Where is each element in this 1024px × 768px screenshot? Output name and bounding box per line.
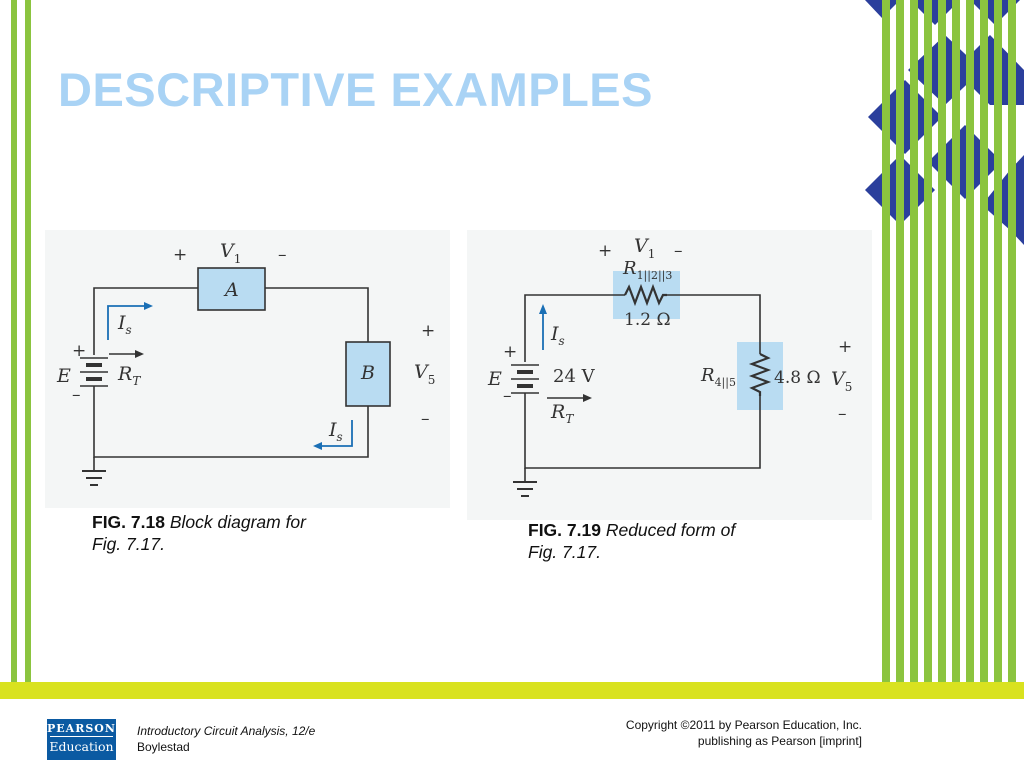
fig-719-batt-plus: +	[503, 342, 517, 362]
fig-719-r123-value: 1.2 Ω	[624, 310, 671, 330]
fig-719-v5-label: V5	[831, 368, 852, 394]
block-b	[345, 341, 391, 407]
logo-rule	[50, 736, 113, 737]
rt-arrow	[109, 350, 144, 358]
fig-719-r45-value: 4.8 Ω	[774, 368, 821, 388]
is-arrow	[539, 304, 547, 350]
fig-719-v1-label: V1	[634, 235, 655, 261]
resistor-r45-icon	[748, 353, 772, 396]
rt-arrow	[547, 394, 592, 402]
fig-718-e-label: E	[56, 365, 71, 387]
right-decoration	[865, 0, 1024, 690]
copyright: Copyright ©2011 by Pearson Education, In…	[560, 717, 862, 749]
fig-718-wires	[93, 287, 369, 471]
fig-719-caption: FIG. 7.19 Reduced form of Fig. 7.17.	[528, 519, 798, 563]
fig-718-batt-minus: –	[72, 385, 81, 405]
fig-719-v1-plus: +	[598, 241, 612, 261]
battery-icon	[511, 364, 539, 394]
fig-719-wires	[524, 294, 761, 482]
fig-718-v5-label: V5	[414, 361, 435, 387]
logo-line-1: PEARSON	[47, 722, 116, 735]
fig-718-is-top-label: Is	[117, 312, 132, 337]
fig-718-caption-text-1: Block diagram for	[169, 512, 306, 532]
pearson-logo: PEARSON Education	[47, 719, 116, 760]
fig-719-batt-minus: –	[503, 386, 512, 406]
fig-719-diagram: + V1 – R1||2||3 1.2 Ω R4||5 4.8 Ω Is + –…	[487, 235, 852, 497]
fig-718-diagram: + V1 – A B Is Is + – E RT + V5 –	[56, 240, 435, 486]
copyright-line-2: publishing as Pearson [imprint]	[697, 734, 862, 748]
fig-719-e-label: E	[487, 368, 502, 390]
fig-719-caption-text-2: Fig. 7.17.	[528, 542, 601, 562]
book-author: Boylestad	[137, 740, 190, 754]
fig-718-block-b-label: B	[360, 362, 375, 384]
is-top-arrow	[107, 302, 153, 340]
fig-718-caption-text-2: Fig. 7.17.	[92, 534, 165, 554]
logo-line-2: Education	[49, 739, 114, 754]
fig-718-v5-plus: +	[421, 321, 435, 341]
fig-719-caption-text-1: Reduced form of	[605, 520, 736, 540]
fig-719-v5-plus: +	[838, 337, 852, 357]
fig-719-is-label: Is	[550, 323, 565, 348]
fig-718-rt-label: RT	[117, 363, 141, 388]
fig-718-v1-minus: –	[278, 245, 287, 265]
fig-718-caption-number: FIG. 7.18	[92, 512, 165, 532]
block-a	[197, 267, 266, 311]
copyright-line-1: Copyright ©2011 by Pearson Education, In…	[625, 718, 862, 732]
fig-718-caption: FIG. 7.18 Block diagram for Fig. 7.17.	[92, 511, 362, 555]
fig-719-v1-minus: –	[674, 241, 683, 261]
left-stripe-1	[11, 0, 17, 690]
slide-title: DESCRIPTIVE EXAMPLES	[58, 63, 653, 116]
fig-718-v5-minus: –	[421, 409, 430, 429]
fig-718-block-a-label: A	[223, 279, 239, 301]
book-title: Introductory Circuit Analysis, 12/e	[137, 724, 316, 738]
left-stripe-2	[25, 0, 31, 690]
resistor-r123-icon	[624, 283, 667, 307]
fig-719-r45-label: R4||5	[700, 365, 736, 390]
green-stripes	[882, 0, 1016, 690]
fig-719-e-value: 24 V	[553, 366, 596, 387]
fig-718-v1-plus: +	[173, 245, 187, 265]
is-bottom-arrow	[313, 420, 353, 450]
ground-icon	[82, 470, 106, 486]
book-info: Introductory Circuit Analysis, 12/e Boyl…	[137, 723, 437, 755]
fig-719-rt-label: RT	[550, 401, 574, 426]
battery-icon	[80, 357, 108, 387]
ground-icon	[513, 481, 537, 497]
fig-718-batt-plus: +	[72, 341, 86, 361]
fig-718-is-bottom-label: Is	[328, 419, 343, 444]
fig-719-caption-number: FIG. 7.19	[528, 520, 601, 540]
fig-719-v5-minus: –	[838, 404, 847, 424]
fig-718-v1-label: V1	[220, 240, 241, 266]
fig-719-r123-label: R1||2||3	[622, 258, 672, 283]
footer-band	[0, 682, 1024, 699]
